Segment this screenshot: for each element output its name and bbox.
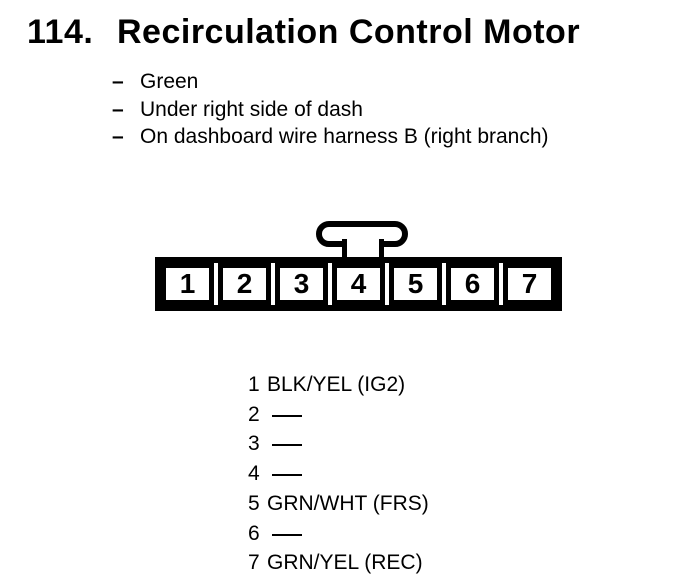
pin-number: 7 xyxy=(248,551,260,575)
connector-latch-tab xyxy=(316,221,408,247)
note-dash-marker: – xyxy=(112,125,124,148)
pin-wire-label: — xyxy=(267,459,307,489)
note-text: Green xyxy=(140,70,199,93)
pin-row: 5 GRN/WHT (FRS) xyxy=(248,489,429,519)
note-text: Under right side of dash xyxy=(140,97,363,121)
note-item: – On dashboard wire harness B (right bra… xyxy=(112,123,549,151)
pin-wire-label: — xyxy=(267,519,307,549)
note-dash-marker: – xyxy=(112,97,124,121)
pin-row: 2 — xyxy=(248,400,429,430)
location-notes: – Green – Under right side of dash – On … xyxy=(112,68,549,151)
pin-wire-label: GRN/WHT (FRS) xyxy=(267,491,429,515)
item-title: Recirculation Control Motor xyxy=(117,13,581,51)
connector-body: 1 2 3 4 5 6 7 xyxy=(155,257,562,311)
pin-row: 3 — xyxy=(248,429,429,459)
note-dash-marker: – xyxy=(112,70,124,93)
connector-cavity-1: 1 xyxy=(161,263,214,305)
pin-assignment-list: 1 BLK/YEL (IG2) 2 — 3 — 4 — 5 GRN/WHT (F… xyxy=(248,370,429,578)
note-text: On dashboard wire harness B (right branc… xyxy=(140,125,549,148)
pin-row: 6 — xyxy=(248,519,429,549)
pin-row: 7 GRN/YEL (REC) xyxy=(248,548,429,578)
connector-cavity-4: 4 xyxy=(332,263,385,305)
connector-cavity-2: 2 xyxy=(218,263,271,305)
pin-wire-label: — xyxy=(267,429,307,459)
pin-number: 3 xyxy=(248,432,260,456)
connector-cavity-7: 7 xyxy=(503,263,556,305)
pin-wire-label: BLK/YEL (IG2) xyxy=(267,373,406,396)
connector-cavity-6: 6 xyxy=(446,263,499,305)
page-title: 114. Recirculation Control Motor xyxy=(27,15,580,49)
connector-cavity-3: 3 xyxy=(275,263,328,305)
connector-latch-stem xyxy=(342,239,384,257)
note-item: – Under right side of dash xyxy=(112,96,549,124)
pin-number: 5 xyxy=(248,491,260,515)
pin-row: 1 BLK/YEL (IG2) xyxy=(248,370,429,400)
connector-cavity-5: 5 xyxy=(389,263,442,305)
pin-number: 1 xyxy=(248,373,260,396)
pin-number: 6 xyxy=(248,521,260,545)
pin-row: 4 — xyxy=(248,459,429,489)
pin-wire-label: — xyxy=(267,400,307,430)
pin-number: 2 xyxy=(248,402,260,426)
pin-number: 4 xyxy=(248,462,260,486)
note-item: – Green xyxy=(112,68,549,96)
pin-wire-label: GRN/YEL (REC) xyxy=(267,551,423,575)
item-number: 114. xyxy=(27,13,94,51)
